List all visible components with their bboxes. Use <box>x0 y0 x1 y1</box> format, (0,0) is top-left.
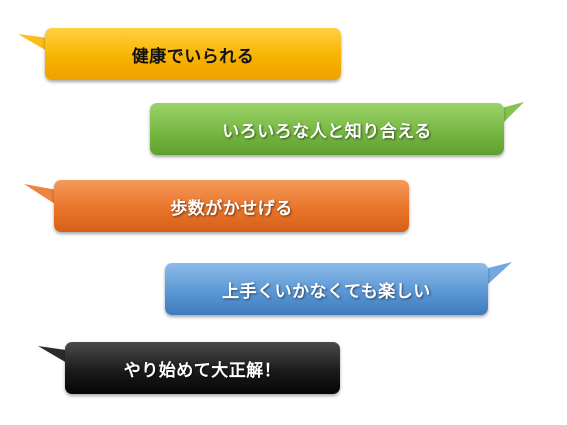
speech-bubble-healthy: 健康でいられる <box>45 28 341 80</box>
bubble-label-meet-people: いろいろな人と知り合える <box>222 121 432 142</box>
speech-bubble-good-decision: やり始めて大正解！ <box>65 342 340 394</box>
speech-bubble-meet-people: いろいろな人と知り合える <box>150 103 504 155</box>
bubble-label-step-count: 歩数がかせげる <box>170 198 293 219</box>
bubble-label-good-decision: やり始めて大正解！ <box>123 360 282 381</box>
speech-bubble-fun: 上手くいかなくても楽しい <box>165 263 488 315</box>
speech-bubble-step-count: 歩数がかせげる <box>54 180 409 232</box>
bubble-label-healthy: 健康でいられる <box>131 46 255 67</box>
bubble-label-fun: 上手くいかなくても楽しい <box>222 281 431 302</box>
